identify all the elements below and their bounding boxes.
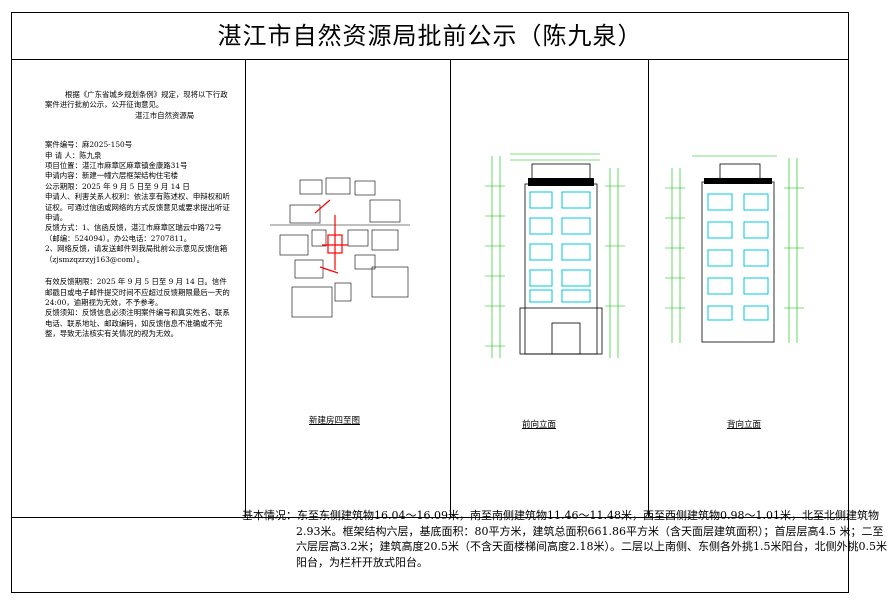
notice-text: 根据《广东省城乡规划条例》规定，现将以下行政案件进行批前公示，公开征询意见。 湛… (45, 90, 230, 340)
basic-info-panel (12, 517, 848, 594)
valid-feedback-period: 有效反馈期限：2025 年 9 月 5 日至 9 月 14 日。信件邮戳日或电子… (45, 277, 230, 307)
back-elevation-caption: 背向立面 (727, 420, 762, 430)
page-title: 湛江市自然资源局批前公示（陈九泉） (12, 13, 848, 60)
site-plan-caption: 新建房四至图 (309, 416, 361, 426)
front-elevation-panel (451, 60, 649, 517)
applicant: 申 请 人：陈九泉 (45, 150, 102, 160)
application-content: 申请内容：新建一幢六层框架结构住宅楼 (45, 171, 179, 181)
front-elevation-caption: 前向立面 (522, 420, 557, 430)
notice-board: 湛江市自然资源局批前公示（陈九泉） (11, 12, 849, 593)
feedback-email: 2、网络反馈，请发送邮件到我局批前公示意见反馈信箱（zjsmzqzrzyj163… (45, 244, 228, 264)
stakeholder-rights: 申请人、利害关系人权利：依法享有陈述权、申辩权和听证权。可通过信函或网络的方式反… (45, 192, 230, 223)
notice-text-panel (12, 60, 246, 517)
notice-issuer: 湛江市自然资源局 (135, 110, 195, 120)
back-elevation-drawing (665, 155, 804, 343)
front-elevation-drawing (485, 153, 625, 358)
site-plan-panel (246, 60, 451, 517)
feedback-mail: 反馈方式：1、信函反馈，湛江市麻章区瑞云中路72号（邮编：524094）。办公电… (45, 223, 222, 243)
feedback-instructions: 反馈须知：反馈信息必须注明案件编号和真实姓名、联系电话、联系地址、邮政编码，如反… (45, 308, 230, 339)
basic-info-text: 基本情况：东至东侧建筑物16.04～16.09米，南至南侧建筑物11.46～11… (242, 509, 887, 569)
site-plan-drawing (270, 177, 410, 318)
notice-intro: 根据《广东省城乡规划条例》规定，现将以下行政案件进行批前公示，公开征询意见。 (45, 90, 228, 110)
case-number: 案件编号：麻2025-150号 (45, 140, 133, 150)
project-location: 项目位置：湛江市麻章区麻章镇金康路31号 (45, 161, 188, 171)
publicity-period: 公示期限：2025 年 9 月 5 日至 9 月 14 日 (45, 181, 190, 191)
